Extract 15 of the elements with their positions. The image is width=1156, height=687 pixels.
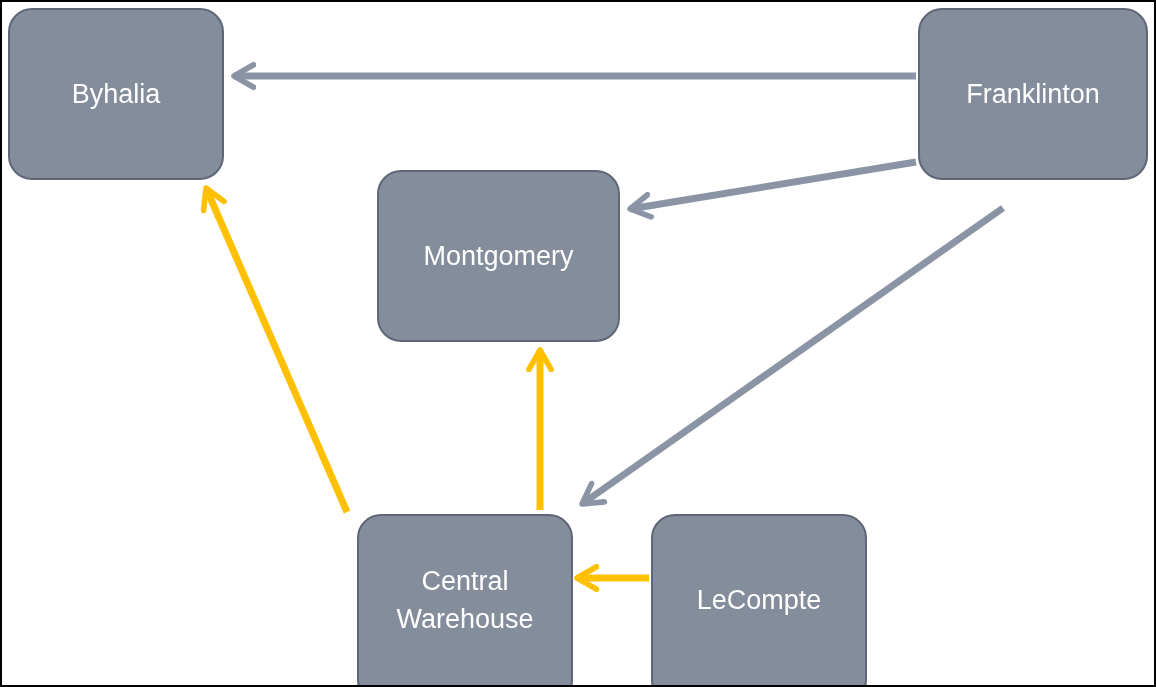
location-name: LeCompte bbox=[696, 584, 822, 617]
location-name: Byhalia bbox=[71, 78, 161, 111]
arrow bbox=[574, 564, 649, 592]
location-box bbox=[377, 170, 620, 342]
location-name: Franklinton bbox=[966, 78, 1100, 111]
location-box bbox=[651, 514, 867, 687]
location-box bbox=[357, 514, 573, 687]
arrow bbox=[200, 185, 351, 514]
location-box bbox=[918, 8, 1148, 180]
arrow bbox=[627, 158, 917, 220]
location-name: Central Warehouse bbox=[395, 565, 535, 636]
location-name: Montgomery bbox=[423, 240, 574, 273]
arrow bbox=[579, 205, 1005, 507]
location-box bbox=[8, 8, 224, 180]
arrow bbox=[231, 62, 916, 90]
